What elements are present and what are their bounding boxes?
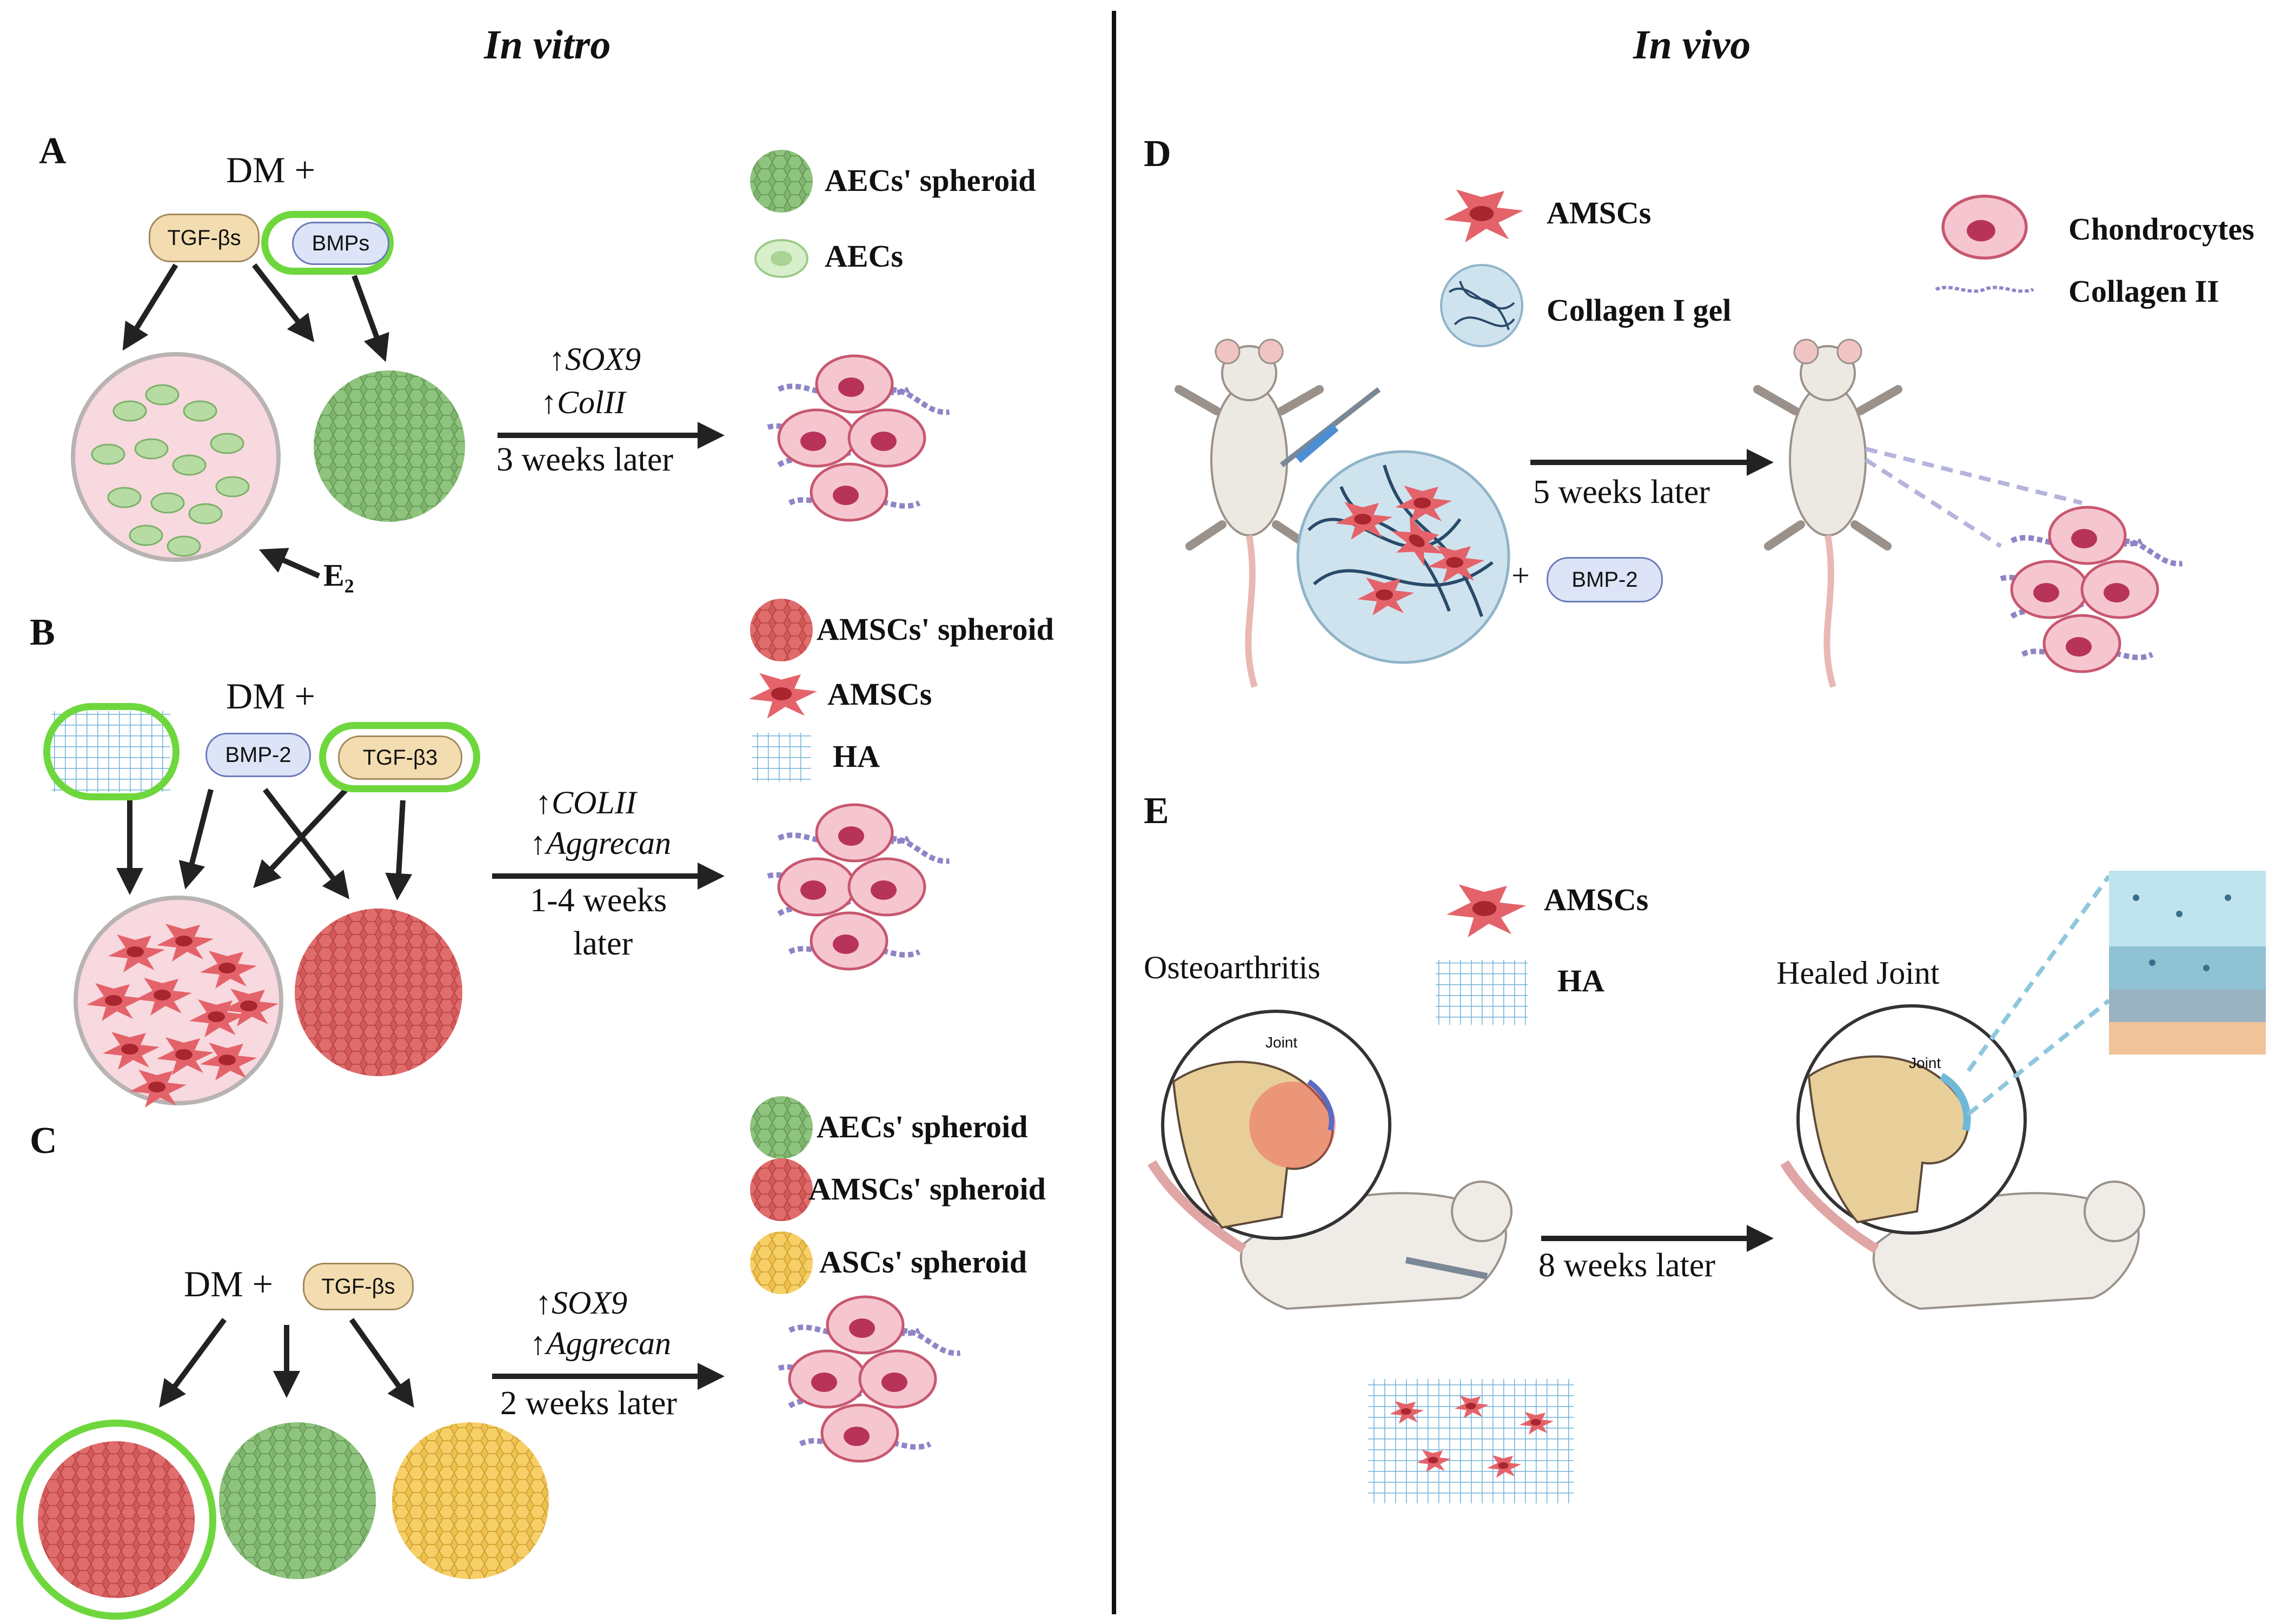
panel-label-e: E: [1144, 790, 1169, 832]
legend-chondrocyte-icon: [1943, 196, 2026, 258]
legend-d-chondrocyte-label: Chondrocytes: [2068, 211, 2254, 247]
legend-b-ha-label: HA: [833, 739, 880, 774]
arrow-a-bmp-spheroid: [351, 275, 389, 362]
c-asc-spheroid: [392, 1422, 549, 1579]
legend-d-amsc-icon: [1444, 189, 1523, 243]
legend-collagen2-icon: [1936, 288, 2033, 291]
highlight-ring-ha: [43, 703, 180, 800]
legend-c-asc-icon: [750, 1231, 813, 1294]
legend-b-amsc-spheroid-label: AMSCs' spheroid: [817, 612, 1054, 647]
panel-b-duration-2: later: [573, 925, 633, 962]
panel-b-gene-1: ↑COLII: [535, 785, 636, 820]
arrow-a-dish: [122, 263, 178, 351]
cartilage-a: [767, 356, 951, 520]
aec-spheroid: [314, 370, 465, 522]
header-in-vitro: In vitro: [484, 22, 611, 68]
aec-cells-in-dish: [91, 384, 250, 557]
cartilage-c: [778, 1297, 961, 1461]
panel-e-graphics: [1148, 871, 2266, 1503]
panel-e-joint-label-oa: Joint: [1265, 1034, 1298, 1051]
legend-e-ha-icon: [1436, 960, 1528, 1025]
panel-e-left-caption: Osteoarthritis: [1144, 950, 1321, 985]
amsc-spheroid: [295, 909, 462, 1076]
syringe-e: [1405, 1257, 1488, 1280]
legend-d-collagen2-label: Collagen II: [2068, 274, 2219, 309]
panel-a-duration: 3 weeks later: [496, 441, 674, 478]
panel-label-c: C: [30, 1120, 57, 1162]
panel-b-bmp2-pill: BMP-2: [205, 733, 311, 777]
legend-amsc-spheroid-icon: [750, 599, 813, 661]
panel-c-gene-2: ↑Aggrecan: [530, 1325, 672, 1361]
panel-d-plus: +: [1511, 558, 1530, 593]
arrow-a-tgf-spheroid: [252, 263, 315, 342]
panel-b-duration-1: 1-4 weeks: [530, 882, 667, 919]
legend-b-amsc-label: AMSCs: [827, 677, 932, 712]
panel-a-tgf-pill: TGF-βs: [149, 214, 260, 262]
legend-e-amsc-label: AMSCs: [1544, 882, 1649, 917]
panel-b-gene-2: ↑Aggrecan: [530, 825, 672, 861]
panel-label-a: A: [39, 130, 67, 172]
legend-d-collagen-gel-label: Collagen I gel: [1547, 293, 1732, 328]
legend-a-aec-label: AECs: [825, 238, 904, 274]
mouse-result: [1757, 340, 1898, 687]
panel-e-duration: 8 weeks later: [1538, 1247, 1716, 1284]
highlight-ring-amsc-spheroid: [16, 1420, 216, 1620]
cartilage-d: [2000, 507, 2184, 672]
legend-c-amsc-label: AMSCs' spheroid: [808, 1171, 1046, 1207]
inflamed-joint: [1249, 1082, 1336, 1168]
panel-c-tgf-pill: TGF-βs: [303, 1263, 414, 1310]
panel-a-gene-2: ↑ColII: [541, 385, 626, 420]
healed-cartilage-histology: [2109, 871, 2266, 1055]
panel-d-bmp2-pill: BMP-2: [1547, 557, 1663, 602]
legend-c-amsc-icon: [750, 1158, 813, 1221]
mouse-injected: [1179, 340, 1319, 687]
panel-a-gene-1: ↑SOX9: [549, 341, 641, 377]
panel-label-b: B: [30, 612, 55, 653]
panel-e-right-caption: Healed Joint: [1776, 955, 1940, 991]
panel-a-graphics: [71, 150, 951, 579]
panel-c-gene-1: ↑SOX9: [535, 1285, 627, 1321]
legend-amsc-icon: [749, 673, 817, 719]
legend-c-aec-icon: [750, 1096, 813, 1159]
cartilage-b: [767, 805, 951, 969]
legend-c-aec-label: AECs' spheroid: [817, 1109, 1028, 1144]
panel-c-dm: DM +: [184, 1263, 273, 1304]
collagen-gel-sphere: [1296, 450, 1510, 664]
panel-label-d: D: [1144, 133, 1171, 175]
legend-aec-spheroid-icon: [750, 150, 813, 213]
panel-c-duration: 2 weeks later: [500, 1385, 678, 1422]
legend-c-asc-label: ASCs' spheroid: [819, 1244, 1027, 1280]
panel-a-e2-label: E2: [323, 558, 354, 597]
panel-b-dm: DM +: [226, 675, 315, 717]
panel-e-joint-label-healed: Joint: [1909, 1055, 1941, 1071]
panel-b-graphics: [51, 599, 951, 1108]
panel-b-tgf-b3-pill: TGF-β3: [338, 735, 462, 780]
legend-ha-icon: [752, 733, 811, 781]
header-in-vivo: In vivo: [1633, 22, 1751, 68]
arrow-e2: [258, 548, 321, 579]
panel-d-duration: 5 weeks later: [1533, 474, 1710, 511]
legend-e-amsc-icon: [1447, 884, 1526, 938]
panel-d-graphics: [1179, 189, 2184, 687]
legend-e-ha-label: HA: [1557, 963, 1604, 998]
legend-a-aec-spheroid-label: AECs' spheroid: [825, 163, 1036, 198]
c-aec-spheroid: [219, 1422, 376, 1579]
panel-a-dm: DM +: [226, 149, 315, 190]
panel-a-bmps-pill: BMPs: [292, 222, 389, 265]
ha-amsc-scaffold: [1368, 1379, 1574, 1503]
legend-d-amsc-label: AMSCs: [1547, 195, 1651, 230]
